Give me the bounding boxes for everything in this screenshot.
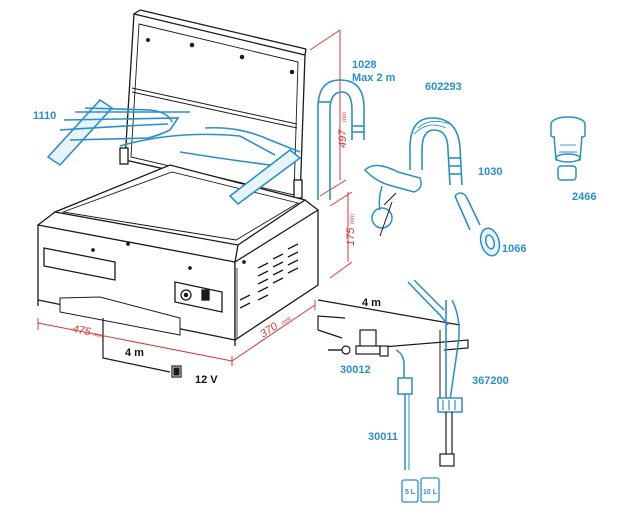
dim-height-lid: 497 <box>337 129 349 148</box>
flange-1066 <box>479 227 501 257</box>
label-cable-length: 4 m <box>125 347 144 359</box>
side-vents <box>239 243 299 309</box>
label-30011: 30011 <box>368 431 398 443</box>
dim-height-lid-unit: mm <box>342 112 348 122</box>
dim-width-unit: mm <box>93 332 104 340</box>
grill-unit <box>37 9 319 346</box>
power-switch <box>201 289 210 301</box>
label-1110: 1110 <box>33 110 56 122</box>
label-2466: 2466 <box>572 191 596 203</box>
label-hose-length: 4 m <box>362 297 381 309</box>
dimension-lines <box>37 29 353 366</box>
power-cable <box>102 318 182 378</box>
grill-side <box>234 208 319 342</box>
fluid-containers <box>401 477 440 503</box>
container-5l <box>401 479 419 503</box>
fluid-hose <box>317 279 469 351</box>
label-367200: 367200 <box>472 375 509 387</box>
label-1030: 1030 <box>478 166 502 178</box>
dim-width: 475 <box>71 323 92 338</box>
dim-depth-unit: mm <box>281 316 293 326</box>
exhaust-hose-1028 <box>317 79 365 200</box>
container-10l-label: 10 L <box>423 489 438 496</box>
label-max-length: Max 2 m <box>352 72 396 84</box>
pump-367200 <box>437 299 463 467</box>
fitting-30011 <box>395 349 413 470</box>
dim-height-body-unit: mm <box>350 214 356 224</box>
fitting-2466 <box>550 116 586 181</box>
grill-rack-1110 <box>46 98 302 206</box>
label-1066: 1066 <box>502 243 526 255</box>
label-1028: 1028 <box>352 59 376 71</box>
label-30012: 30012 <box>340 364 371 376</box>
container-10l <box>420 477 440 503</box>
dim-height-body: 175 <box>345 227 357 246</box>
display-window <box>43 247 116 281</box>
adapter-602293 <box>363 164 422 237</box>
valve-30012 <box>328 329 389 357</box>
label-voltage: 12 V <box>195 374 218 386</box>
exhaust-pipe-1030 <box>409 117 481 231</box>
label-602293: 602293 <box>425 81 462 93</box>
container-5l-label: 5 L <box>405 489 416 496</box>
